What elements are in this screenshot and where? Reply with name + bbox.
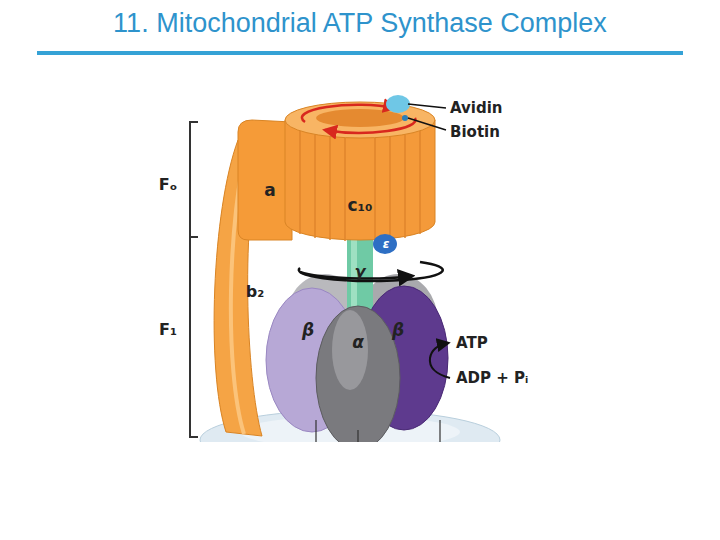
c-ring-hole (316, 109, 404, 127)
cut-mask (0, 442, 720, 540)
product-label: ATP (456, 336, 488, 351)
subunit-label: ε (383, 238, 390, 250)
part-name: Biotin (450, 125, 500, 140)
subunit-label: α (352, 334, 364, 351)
subunit-label: β (302, 322, 314, 339)
substrate-label: ADP + Pᵢ (456, 371, 528, 386)
rotation-arrow (325, 118, 416, 133)
domain-label: F₁ (159, 322, 177, 338)
subunit-label: β (392, 322, 404, 339)
subunit-label: a (264, 182, 275, 199)
part-name: Avidin (450, 101, 503, 116)
alpha-subunit (316, 306, 400, 450)
rotation-arrow (302, 105, 395, 122)
biotin-dot (402, 115, 408, 121)
epsilon-subunit (373, 234, 397, 254)
subunit-label: c₁₀ (348, 197, 373, 214)
bracket (190, 122, 198, 437)
c-ring-segments (300, 130, 420, 241)
avidin-blob (386, 95, 410, 113)
slide-title: 11. Mitochondrial ATP Synthase Complex (0, 8, 720, 39)
subunit-label: γ (355, 264, 366, 280)
subunit-label: b₂ (246, 284, 264, 300)
tick-line (316, 420, 440, 445)
domain-label: Fₒ (159, 177, 178, 193)
leader-line (408, 104, 446, 130)
title-underline (37, 51, 683, 55)
reaction-arrow (430, 343, 450, 378)
alpha-highlight (332, 310, 368, 390)
a-subunit (238, 120, 292, 240)
rotation-arrow (299, 262, 443, 281)
